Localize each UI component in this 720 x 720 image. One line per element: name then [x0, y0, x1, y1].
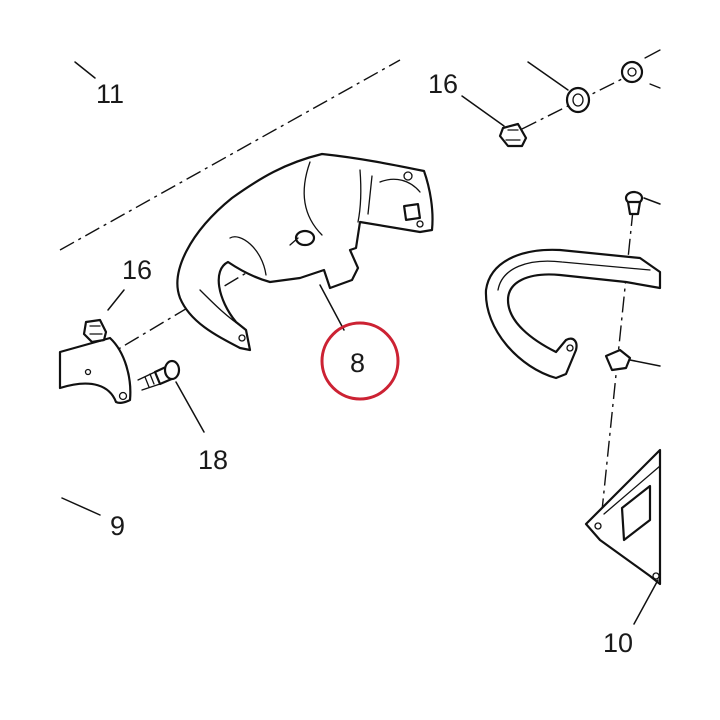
leader-10 [633, 579, 659, 625]
left-bracket [58, 336, 132, 404]
leader-16-top [461, 95, 505, 127]
callout-9: 9 [110, 511, 125, 541]
callout-18: 18 [198, 445, 228, 475]
handle-clip [604, 348, 661, 372]
leader-16-left [107, 289, 125, 311]
leader-8 [319, 284, 345, 331]
frame-part-10 [584, 448, 662, 625]
callout-8: 8 [350, 348, 365, 378]
top-right-fasteners [527, 49, 661, 114]
callout-11: 11 [96, 79, 124, 109]
handle-bolt [624, 190, 661, 216]
callout-10: 10 [603, 628, 633, 658]
callout-16-top: 16 [428, 69, 458, 99]
highlight-circle-8 [320, 321, 400, 401]
assembly-axis-upper [59, 59, 401, 251]
screw-18 [137, 359, 205, 433]
callout-16-left: 16 [122, 255, 152, 285]
clip-nut-16-top [461, 95, 528, 148]
cover-part-8 [176, 152, 434, 352]
leader-9 [61, 497, 101, 516]
handle-bar [484, 248, 662, 380]
leader-11 [74, 61, 96, 79]
leader-18 [175, 381, 205, 433]
clip-nut-16-left [82, 289, 125, 344]
